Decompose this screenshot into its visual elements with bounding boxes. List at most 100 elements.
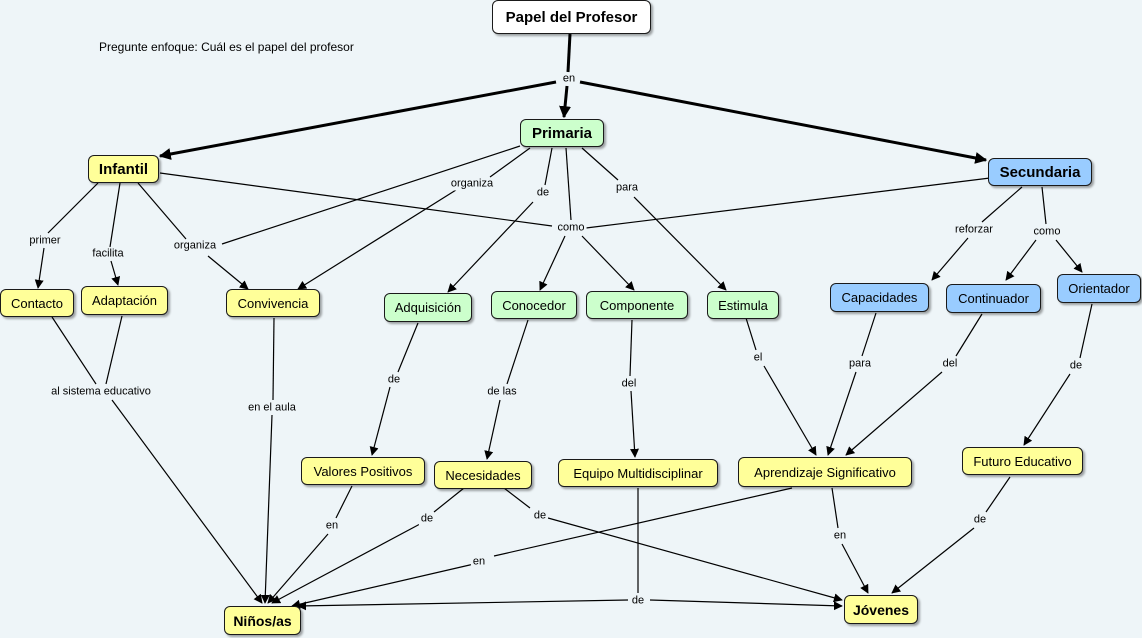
link-como-orientador <box>1055 239 1083 273</box>
link-como-componente <box>581 235 635 291</box>
link-de-jovenes <box>547 517 843 603</box>
link-secundaria-como-left <box>585 177 991 229</box>
link-label-facilita: facilita <box>90 247 126 261</box>
link-convivencia-enelaula <box>272 317 275 401</box>
node-necesidades[interactable]: Necesidades <box>434 461 532 489</box>
link-en-primaria <box>559 85 572 119</box>
link-necesidades-de-ninos <box>433 487 465 513</box>
node-continuador[interactable]: Continuador <box>946 284 1041 313</box>
link-como-conocedor <box>539 235 566 291</box>
link-papel-en <box>566 33 572 73</box>
link-organiza-convivencia2 <box>297 189 457 290</box>
focus-question: Pregunte enfoque: Cuál es el papel del p… <box>99 40 354 54</box>
link-delas-necesidades <box>484 399 501 460</box>
link-de-futuro <box>1023 373 1071 446</box>
link-enelaula-ninos <box>260 414 273 604</box>
link-el-aprendizaje <box>763 365 817 456</box>
link-conocedor-delas <box>506 319 529 385</box>
node-adquisicion[interactable]: Adquisición <box>384 293 472 322</box>
link-primaria-para <box>581 147 619 181</box>
link-para-estimula <box>633 196 727 291</box>
link-adquisicion-de <box>397 322 419 373</box>
link-de-valores <box>369 386 391 456</box>
node-componente[interactable]: Componente <box>586 291 688 319</box>
link-label-del-componente: del <box>619 377 639 391</box>
link-del-aprendizaje <box>845 371 943 456</box>
node-valores-positivos[interactable]: Valores Positivos <box>301 457 425 485</box>
node-equipo-multidisciplinar[interactable]: Equipo Multidisciplinar <box>558 459 718 487</box>
link-primaria-organiza-left <box>221 145 521 245</box>
link-label-para-primaria: para <box>613 181 641 195</box>
link-reforzar-capacidades <box>931 237 969 281</box>
link-adaptacion-alsistema <box>105 315 123 385</box>
link-orientador-de <box>1079 303 1093 359</box>
link-continuador-del <box>955 313 983 357</box>
node-infantil[interactable]: Infantil <box>88 155 159 183</box>
link-aprendizaje-en-jov <box>831 487 839 529</box>
link-en-ninos-apr <box>291 563 475 609</box>
link-necesidades-de-jov <box>503 487 531 509</box>
link-infantil-organiza <box>137 182 187 240</box>
link-label-en: en <box>560 72 578 86</box>
link-en-secundaria <box>579 80 988 164</box>
node-secundaria[interactable]: Secundaria <box>988 158 1092 186</box>
link-organiza-convivencia <box>207 255 249 290</box>
link-label-de-adquisicion: de <box>385 373 403 387</box>
node-contacto[interactable]: Contacto <box>0 289 74 317</box>
link-label-reforzar: reforzar <box>953 223 995 237</box>
link-primaria-organiza <box>489 147 531 178</box>
link-label-organiza-infantil: organiza <box>171 239 219 253</box>
link-label-al-sistema: al sistema educativo <box>49 385 153 399</box>
node-conocedor[interactable]: Conocedor <box>491 291 577 319</box>
link-del-equipo <box>630 390 640 458</box>
link-label-en-aprendizaje-jovenes: en <box>831 529 849 543</box>
node-orientador[interactable]: Orientador <box>1057 274 1141 303</box>
link-label-de-primaria: de <box>534 186 552 200</box>
link-label-de-orientador: de <box>1067 359 1085 373</box>
node-convivencia[interactable]: Convivencia <box>226 289 320 317</box>
node-aprendizaje-significativo[interactable]: Aprendizaje Significativo <box>738 457 912 487</box>
link-aprendizaje-en-ninos <box>493 487 793 557</box>
link-label-del-continuador: del <box>940 357 960 371</box>
link-label-de-futuro: de <box>971 513 989 527</box>
node-primaria[interactable]: Primaria <box>520 119 604 147</box>
link-primaria-como <box>565 147 572 221</box>
node-futuro-educativo[interactable]: Futuro Educativo <box>962 447 1083 475</box>
link-label-como-secundaria: como <box>1031 225 1063 239</box>
link-infantil-facilita <box>109 182 121 248</box>
link-secundaria-reforzar <box>981 186 1023 223</box>
link-secundaria-como <box>1041 186 1047 225</box>
link-label-en-valores: en <box>323 519 341 533</box>
link-infantil-primer <box>47 182 99 234</box>
link-de-ninos-equipo <box>297 599 629 611</box>
link-de-jovenes-fut <box>891 527 975 594</box>
link-primer-contacto <box>34 247 45 289</box>
link-de-jovenes-equipo <box>649 599 843 611</box>
link-label-primer: primer <box>27 234 63 248</box>
node-capacidades[interactable]: Capacidades <box>830 283 929 312</box>
node-jovenes[interactable]: Jóvenes <box>844 595 918 624</box>
link-label-en-el-aula: en el aula <box>246 401 298 415</box>
link-label-para-capacidades: para <box>846 357 874 371</box>
link-label-como-primaria: como <box>555 221 587 235</box>
node-papel-del-profesor[interactable]: Papel del Profesor <box>492 0 651 34</box>
link-contacto-alsistema <box>51 316 97 385</box>
link-estimula-el <box>745 317 757 351</box>
link-de-adquisicion <box>447 201 534 293</box>
link-label-en-aprendizaje-ninos: en <box>470 555 488 569</box>
link-valores-en <box>335 485 353 519</box>
link-alsistema-ninos <box>111 399 263 604</box>
node-estimula[interactable]: Estimula <box>707 291 779 319</box>
node-adaptacion[interactable]: Adaptación <box>81 286 168 315</box>
link-facilita-adaptacion <box>110 260 121 286</box>
link-componente-del <box>629 319 633 377</box>
link-label-de-equipo: de <box>629 594 647 608</box>
node-ninos[interactable]: Niños/as <box>224 606 301 635</box>
link-label-de-necesidades-jovenes: de <box>531 509 549 523</box>
link-en-infantil <box>158 80 557 160</box>
link-label-organiza-primaria: organiza <box>448 177 496 191</box>
link-para-aprendizaje <box>826 371 857 456</box>
link-como-continuador <box>1005 239 1037 281</box>
link-label-de-las: de las <box>485 385 519 399</box>
